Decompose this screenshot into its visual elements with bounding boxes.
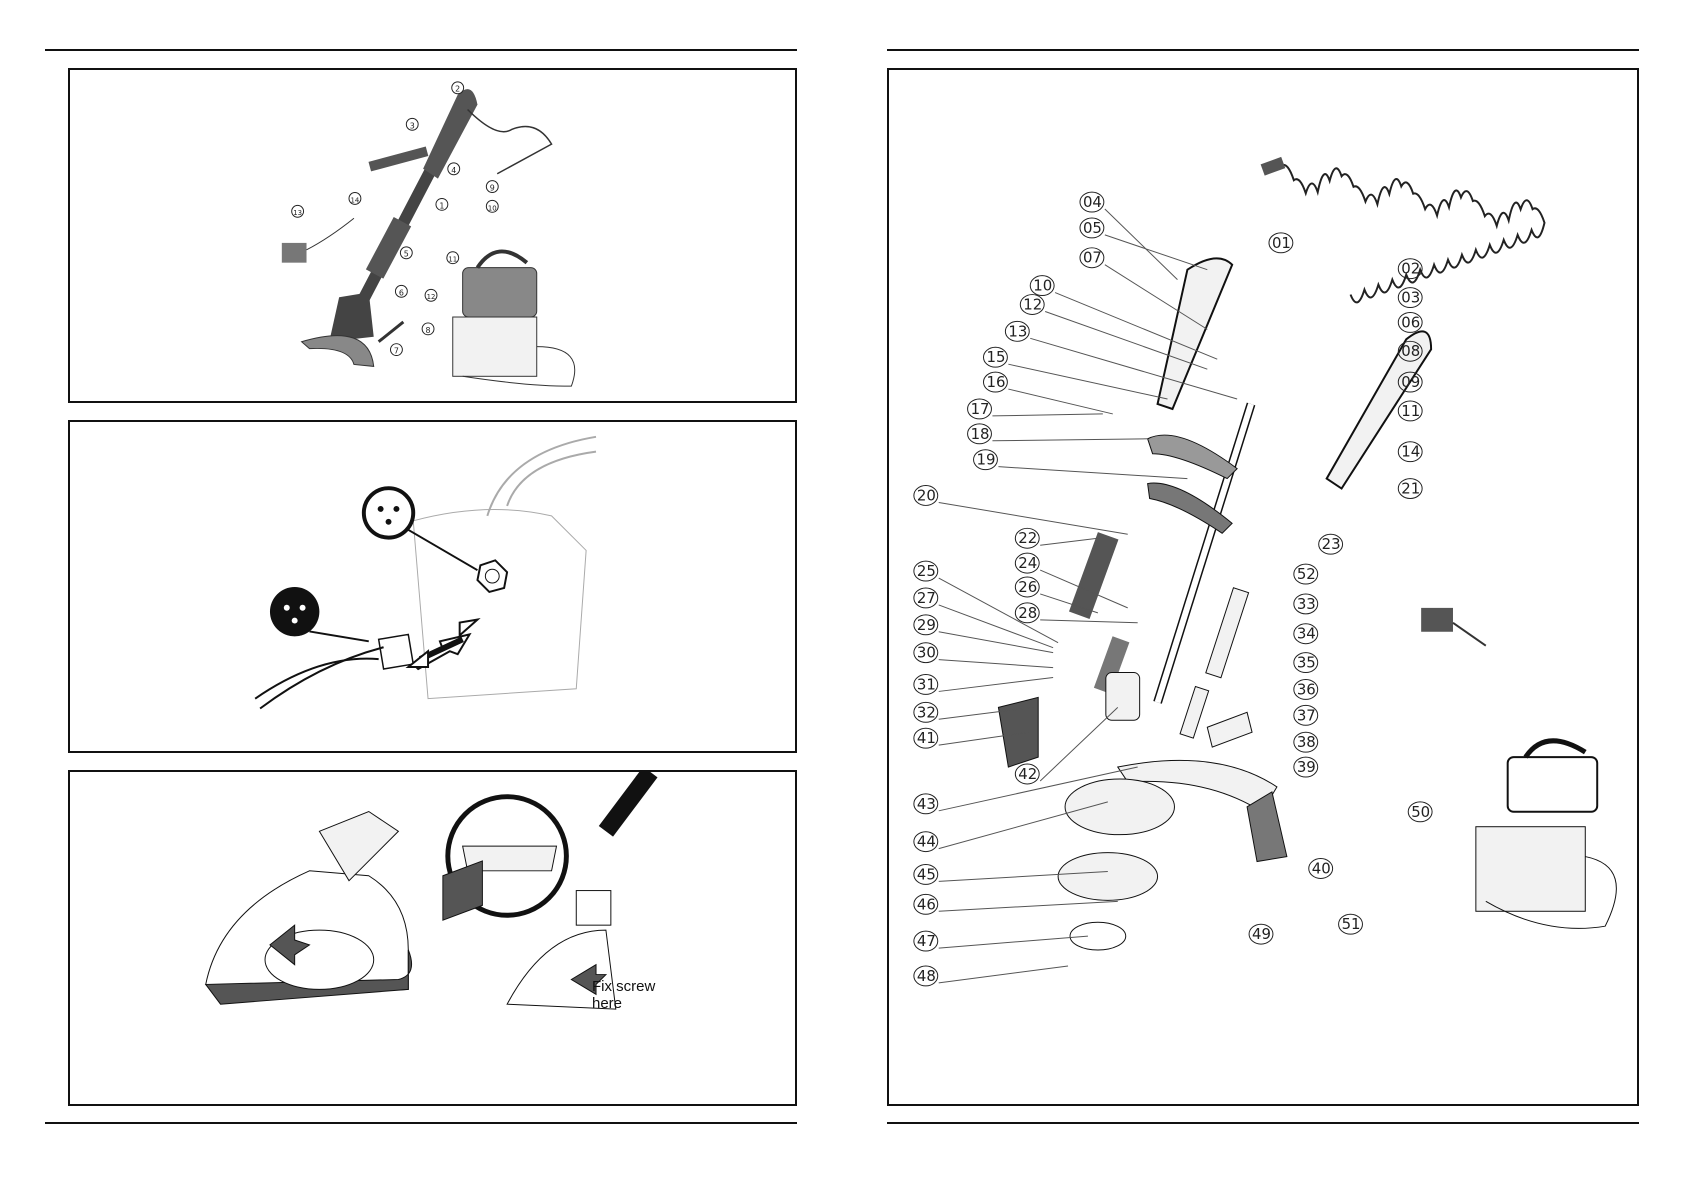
part-number-51: 51	[1342, 915, 1361, 933]
part-number-29: 29	[917, 616, 936, 634]
part-number-17: 17	[971, 400, 990, 418]
part-number-01: 01	[1272, 234, 1291, 252]
part-number-50: 50	[1411, 803, 1430, 821]
figure-fix-screw: Fix screw here	[68, 770, 797, 1106]
trimmer-overview-illustration: 2 3 4 1 5 6 7 8 9 10 11 12 13 14	[70, 70, 795, 401]
part-number-41: 41	[917, 729, 936, 747]
leader-line-04	[1105, 209, 1178, 280]
part-number-09: 09	[1401, 373, 1420, 391]
part-number-08: 08	[1401, 342, 1420, 360]
svg-text:12: 12	[427, 293, 436, 301]
part-number-46: 46	[917, 895, 936, 913]
leader-line-42	[1040, 707, 1118, 781]
leader-line-46	[939, 901, 1118, 911]
part-number-26: 26	[1018, 578, 1037, 596]
svg-text:13: 13	[293, 209, 302, 217]
part-number-04: 04	[1083, 193, 1102, 211]
part-number-47: 47	[917, 932, 936, 950]
callout-2: 2	[455, 85, 460, 94]
part-number-31: 31	[917, 675, 936, 693]
leader-line-16	[1008, 389, 1112, 414]
part-number-40: 40	[1312, 859, 1331, 877]
part-number-32: 32	[917, 703, 936, 721]
figure-trimmer-overview: 2 3 4 1 5 6 7 8 9 10 11 12 13 14	[68, 68, 797, 403]
part-number-22: 22	[1018, 529, 1037, 547]
svg-text:7: 7	[394, 347, 399, 356]
svg-text:6: 6	[399, 288, 404, 297]
part-number-23: 23	[1322, 535, 1341, 553]
part-number-10: 10	[1033, 277, 1052, 295]
part-number-20: 20	[917, 486, 936, 504]
part-number-43: 43	[917, 795, 936, 813]
svg-text:5: 5	[404, 250, 409, 259]
leader-line-48	[939, 966, 1068, 983]
svg-text:9: 9	[490, 184, 495, 193]
part-number-07: 07	[1083, 249, 1102, 267]
part-number-34: 34	[1297, 625, 1316, 643]
figure-plug-connection	[68, 420, 797, 753]
part-number-21: 21	[1401, 480, 1420, 498]
part-number-25: 25	[917, 562, 936, 580]
part-number-33: 33	[1297, 595, 1316, 613]
svg-text:14: 14	[351, 196, 360, 204]
leader-line-22	[1040, 538, 1098, 545]
leader-line-15	[1008, 364, 1167, 399]
leader-line-31	[939, 678, 1053, 692]
leader-line-19	[998, 467, 1187, 479]
svg-text:11: 11	[448, 256, 457, 264]
part-number-39: 39	[1297, 758, 1316, 776]
svg-text:8: 8	[426, 326, 431, 335]
part-number-13: 13	[1008, 322, 1027, 340]
leader-line-17	[992, 414, 1102, 416]
top-rule-right	[887, 49, 1639, 51]
part-number-36: 36	[1297, 680, 1316, 698]
leader-line-47	[939, 936, 1088, 948]
leader-line-30	[939, 660, 1053, 668]
part-number-52: 52	[1297, 565, 1316, 583]
part-number-15: 15	[986, 348, 1005, 366]
part-number-44: 44	[917, 833, 936, 851]
svg-text:3: 3	[410, 121, 415, 130]
leader-line-25	[939, 578, 1058, 643]
part-number-19: 19	[977, 451, 996, 469]
svg-text:1: 1	[439, 201, 444, 210]
part-number-06: 06	[1401, 313, 1420, 331]
part-number-03: 03	[1401, 289, 1420, 307]
fix-screw-callout: Fix screw here	[592, 978, 655, 1012]
exploded-parts-illustration: 04 05 07 1012 1315 16 17 18 19 20 22 24 26 28 25 27 29 30…	[889, 70, 1637, 1104]
leader-line-18	[992, 439, 1147, 441]
part-number-49: 49	[1252, 925, 1271, 943]
fix-screw-illustration	[70, 772, 795, 1104]
leader-line-29	[939, 632, 1053, 653]
part-number-16: 16	[986, 373, 1005, 391]
leader-line-28	[1040, 620, 1137, 623]
part-number-37: 37	[1297, 706, 1316, 724]
part-number-42: 42	[1018, 765, 1037, 783]
part-number-35: 35	[1297, 654, 1316, 672]
part-number-11: 11	[1401, 402, 1420, 420]
part-number-45: 45	[917, 865, 936, 883]
part-number-24: 24	[1018, 554, 1037, 572]
part-number-28: 28	[1018, 604, 1037, 622]
svg-text:10: 10	[488, 204, 497, 212]
part-number-18: 18	[971, 425, 990, 443]
part-number-27: 27	[917, 589, 936, 607]
part-number-05: 05	[1083, 219, 1102, 237]
svg-text:4: 4	[451, 166, 456, 175]
leader-line-05	[1105, 235, 1207, 270]
part-number-48: 48	[917, 967, 936, 985]
plug-connection-illustration	[70, 422, 795, 751]
fix-screw-callout-line2: here	[592, 995, 655, 1012]
part-number-12: 12	[1023, 295, 1042, 313]
fix-screw-callout-line1: Fix screw	[592, 978, 655, 995]
part-number-02: 02	[1401, 260, 1420, 278]
part-number-30: 30	[917, 644, 936, 662]
bottom-rule-left	[45, 1122, 797, 1124]
part-number-14: 14	[1401, 443, 1420, 461]
part-number-38: 38	[1297, 733, 1316, 751]
bottom-rule-right	[887, 1122, 1639, 1124]
top-rule-left	[45, 49, 797, 51]
